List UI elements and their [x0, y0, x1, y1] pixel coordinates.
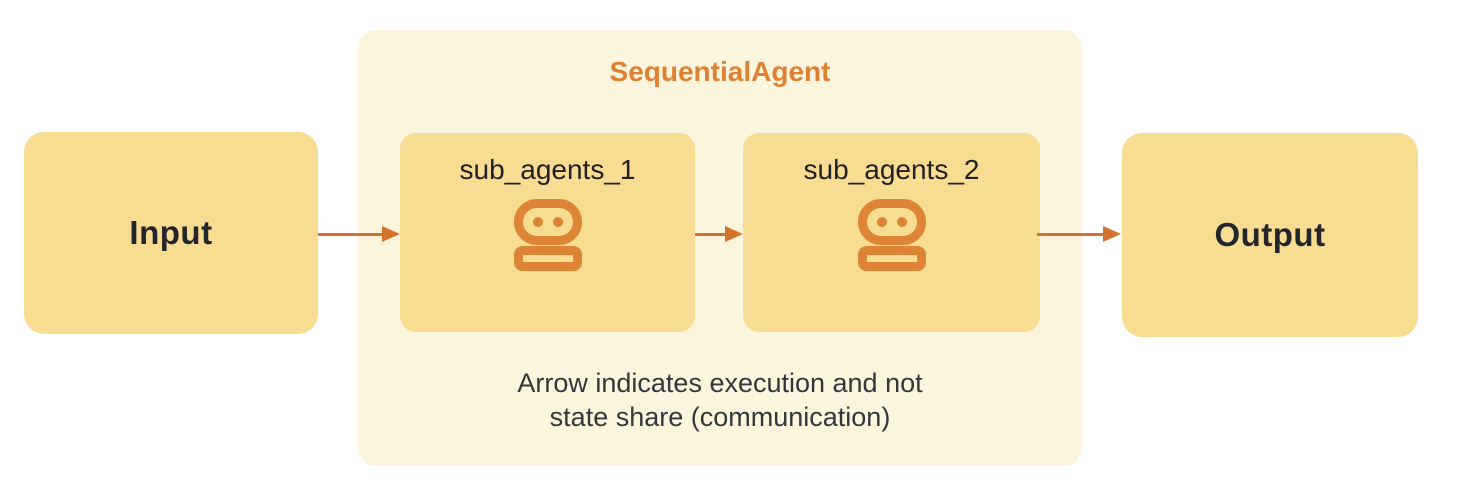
- arrow-input-to-sub1: [318, 233, 382, 236]
- arrow-sub1-to-sub2: [695, 233, 725, 236]
- output-label: Output: [1214, 216, 1326, 253]
- sub-agent-box-1: sub_agents_1: [400, 133, 695, 332]
- input-box: Input: [24, 132, 318, 334]
- sub-agent-label-2: sub_agents_2: [803, 154, 980, 185]
- sub-agent-label-1: sub_agents_1: [459, 154, 636, 185]
- output-box: Output: [1122, 133, 1418, 337]
- sub-agent-box-2: sub_agents_2: [743, 133, 1040, 332]
- arrow-sub2-to-output: [1037, 233, 1103, 236]
- caption: Arrow indicates execution and not state …: [358, 366, 1082, 434]
- robot-icon: [513, 199, 582, 276]
- caption-line-2: state share (communication): [549, 402, 891, 432]
- sequential-agent-title: SequentialAgent: [609, 56, 831, 87]
- arrowhead-input-to-sub1: [382, 226, 400, 242]
- input-label: Input: [129, 214, 213, 251]
- arrowhead-sub2-to-output: [1103, 226, 1121, 242]
- caption-line-1: Arrow indicates execution and not: [517, 368, 923, 398]
- arrowhead-sub1-to-sub2: [725, 226, 743, 242]
- robot-icon: [857, 199, 926, 276]
